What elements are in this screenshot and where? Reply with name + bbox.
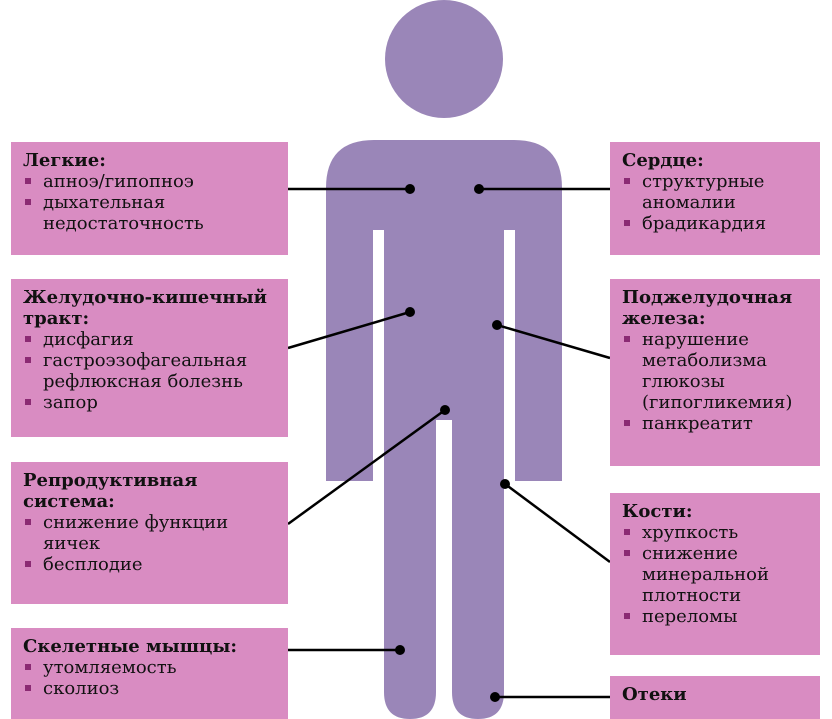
dot-gi — [405, 307, 415, 317]
figure-body — [326, 140, 562, 719]
box-title: Репродуктивная система: — [23, 470, 223, 512]
list-item: сколиоз — [23, 678, 278, 699]
box-bones: Кости: хрупкость снижение минеральной пл… — [610, 493, 820, 655]
list-item: апноэ/гипопноэ — [23, 171, 278, 192]
dot-lungs — [405, 184, 415, 194]
dot-reproductive — [440, 405, 450, 415]
box-muscles: Скелетные мышцы: утомляемость сколиоз — [11, 628, 288, 719]
list-item: панкреатит — [622, 413, 810, 434]
list-item: переломы — [622, 606, 810, 627]
box-pancreas: Поджелудочная железа: нарушение метаболи… — [610, 279, 820, 466]
list-item: хрупкость — [622, 522, 810, 543]
box-list: структурные аномалии брадикардия — [622, 171, 810, 234]
list-item: гастроэзофагеальная рефлюксная болезнь — [23, 350, 278, 392]
list-item: утомляемость — [23, 657, 278, 678]
list-item: брадикардия — [622, 213, 810, 234]
dot-muscles — [395, 645, 405, 655]
dot-pancreas — [492, 320, 502, 330]
list-item: дисфагия — [23, 329, 278, 350]
connector-bones — [505, 484, 610, 562]
dot-edema — [490, 692, 500, 702]
box-list: снижение функции яичек бесплодие — [23, 512, 278, 575]
list-item: снижение функции яичек — [23, 512, 278, 554]
box-title: Сердце: — [622, 150, 810, 171]
box-gi: Желудочно-кишечный тракт: дисфагия гастр… — [11, 279, 288, 437]
list-item: дыхательная недостаточность — [23, 192, 233, 234]
box-title: Легкие: — [23, 150, 278, 171]
dot-heart — [474, 184, 484, 194]
box-lungs: Легкие: апноэ/гипопноэ дыхательная недос… — [11, 142, 288, 255]
box-reproductive: Репродуктивная система: снижение функции… — [11, 462, 288, 604]
list-item: нарушение метаболизма глюкозы (гипоглике… — [622, 329, 792, 413]
box-title: Отеки — [622, 684, 810, 705]
figure-head — [385, 0, 503, 118]
list-item: запор — [23, 392, 278, 413]
list-item: бесплодие — [23, 554, 278, 575]
list-item: структурные аномалии — [622, 171, 782, 213]
box-list: апноэ/гипопноэ дыхательная недостаточнос… — [23, 171, 278, 234]
box-edema: Отеки — [610, 676, 820, 719]
box-title: Кости: — [622, 501, 810, 522]
box-list: дисфагия гастроэзофагеальная рефлюксная … — [23, 329, 278, 413]
box-title: Скелетные мышцы: — [23, 636, 278, 657]
box-title: Желудочно-кишечный тракт: — [23, 287, 273, 329]
box-list: утомляемость сколиоз — [23, 657, 278, 699]
box-title: Поджелудочная железа: — [622, 287, 792, 329]
dot-bones — [500, 479, 510, 489]
box-heart: Сердце: структурные аномалии брадикардия — [610, 142, 820, 255]
box-list: нарушение метаболизма глюкозы (гипоглике… — [622, 329, 810, 434]
box-list: хрупкость снижение минеральной плотности… — [622, 522, 810, 627]
list-item: снижение минеральной плотности — [622, 543, 782, 606]
